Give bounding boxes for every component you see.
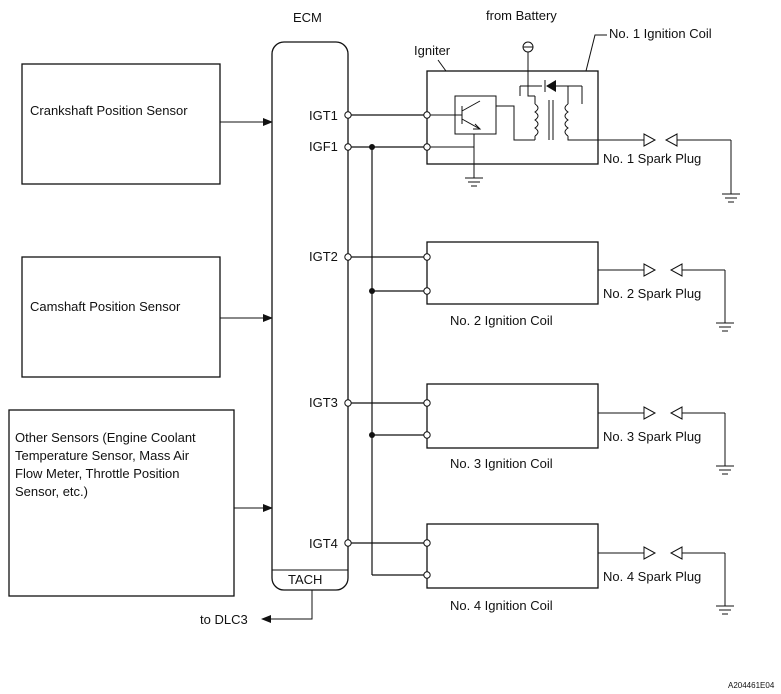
igt-igf-wiring	[348, 114, 427, 576]
ecm-box	[271, 41, 349, 591]
spark-plug-3-label: No. 3 Spark Plug	[603, 429, 701, 444]
coil-1-label: No. 1 Ignition Coil	[609, 26, 712, 41]
coil-3-label: No. 3 Ignition Coil	[450, 456, 553, 471]
coil-2-box	[423, 241, 599, 305]
crankshaft-sensor-label: Crankshaft Position Sensor	[30, 103, 188, 118]
camshaft-sensor-box: Camshaft Position Sensor	[21, 256, 221, 378]
spark-plug-2-label: No. 2 Spark Plug	[603, 286, 701, 301]
coil-4-box	[423, 523, 599, 589]
igniter-transistor-icon	[430, 95, 497, 178]
other-sensors-line-1: Other Sensors (Engine Coolant	[15, 430, 196, 445]
ecm-pin-terminals	[344, 111, 352, 547]
spark-plug-1-icon	[598, 133, 740, 203]
pin-igt2-label: IGT2	[309, 249, 338, 264]
spark-plug-2-icon	[598, 263, 734, 332]
tach-to-dlc3-wire	[261, 590, 313, 623]
pin-igt1-label: IGT1	[309, 108, 338, 123]
coil-1-box	[423, 70, 599, 165]
battery-label: from Battery	[486, 8, 557, 23]
other-sensors-line-4: Sensor, etc.)	[15, 484, 88, 499]
battery-terminal-icon	[522, 41, 534, 71]
pin-igf1-label: IGF1	[309, 139, 338, 154]
other-sensors-line-2: Temperature Sensor, Mass Air	[15, 448, 190, 463]
pin-igt4-label: IGT4	[309, 536, 338, 551]
other-sensors-box: Other Sensors (Engine Coolant Temperatur…	[8, 409, 235, 597]
spark-plug-3-icon	[598, 406, 734, 475]
pin-igt3-label: IGT3	[309, 395, 338, 410]
camshaft-sensor-label: Camshaft Position Sensor	[30, 299, 181, 314]
dlc3-label: to DLC3	[200, 612, 248, 627]
spark-plug-1-label: No. 1 Spark Plug	[603, 151, 701, 166]
coil-2-label: No. 2 Ignition Coil	[450, 313, 553, 328]
crankshaft-sensor-box: Crankshaft Position Sensor	[21, 63, 221, 185]
figure-code: A204461E04	[728, 681, 775, 690]
other-sensors-line-3: Flow Meter, Throttle Position	[15, 466, 180, 481]
coil-3-box	[423, 383, 599, 449]
spark-plug-4-label: No. 4 Spark Plug	[603, 569, 701, 584]
coil-4-label: No. 4 Ignition Coil	[450, 598, 553, 613]
spark-plug-4-icon	[598, 546, 734, 615]
ecm-title: ECM	[293, 10, 322, 25]
diode-icon	[528, 80, 583, 104]
pin-tach-label: TACH	[288, 572, 322, 587]
coil-1-leader	[585, 34, 607, 72]
igniter-ground-icon	[465, 177, 483, 187]
igniter-label: Igniter	[414, 43, 451, 58]
coil-1-windings-icon	[496, 71, 598, 141]
